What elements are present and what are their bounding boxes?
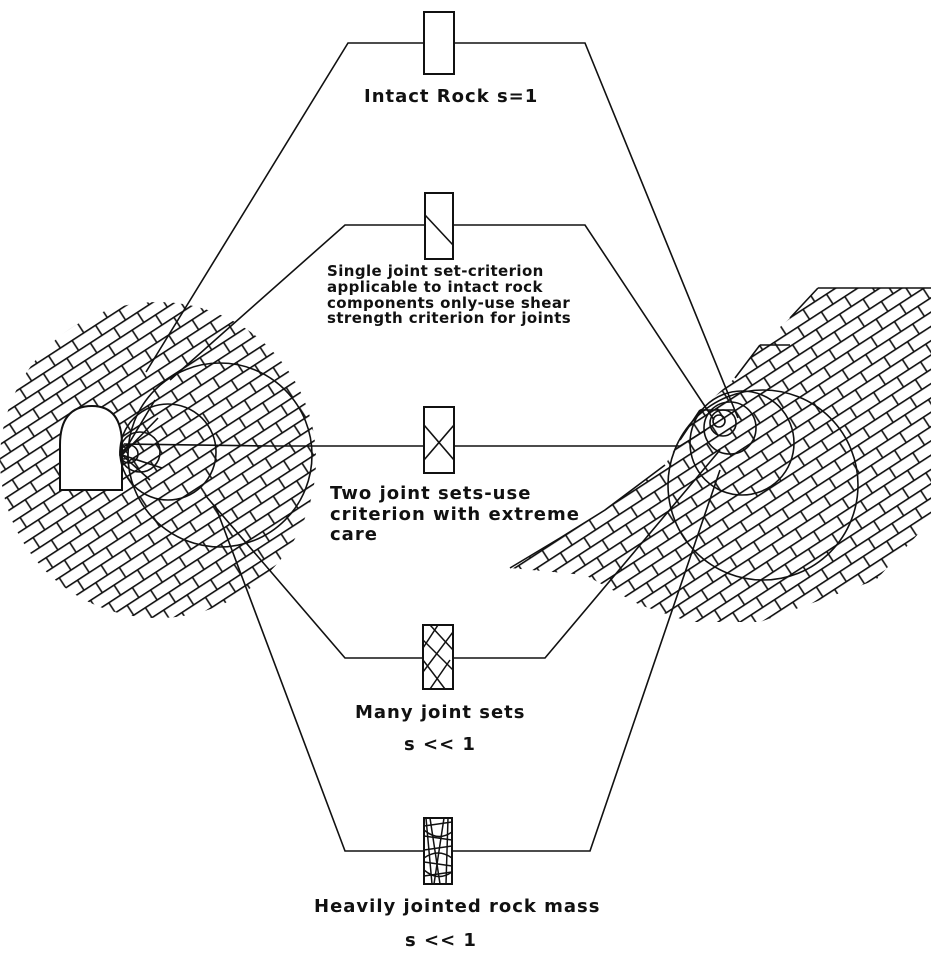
- label-heavily-jointed-s: s << 1: [405, 930, 477, 951]
- label-many-joint-s: s << 1: [404, 734, 476, 755]
- label-line: components only-use shear: [327, 293, 571, 312]
- specimen-two-joints: [423, 406, 455, 474]
- heavy-joint-path: [214, 469, 721, 852]
- tunnel-opening: [59, 404, 123, 491]
- label-single-joint-set: Single joint set-criterion applicable to…: [327, 262, 572, 328]
- label-line: criterion with extreme: [330, 503, 580, 525]
- label-line: Two joint sets-use: [330, 483, 532, 504]
- connector-lines: [123, 42, 739, 852]
- specimen-heavily-jointed: [423, 817, 453, 885]
- label-line: Single joint set-criterion: [327, 262, 544, 280]
- label-line: strength criterion for joints: [327, 309, 572, 328]
- label-line: applicable to intact rock: [327, 277, 543, 296]
- label-two-joint-sets: Two joint sets-use criterion with extrem…: [330, 483, 580, 546]
- two-joint-path: [123, 429, 707, 447]
- specimen-intact-rock: [423, 11, 455, 75]
- specimen-single-joint: [424, 192, 454, 260]
- intact-rock-path: [145, 42, 739, 419]
- single-joint-path: [169, 224, 715, 421]
- label-intact-rock: Intact Rock s=1: [364, 86, 539, 107]
- slope-face-steps: [509, 287, 931, 569]
- label-many-joint-sets: Many joint sets: [355, 702, 526, 723]
- label-heavily-jointed: Heavily jointed rock mass: [314, 896, 601, 917]
- tunnel-rock-mass: [0, 302, 316, 618]
- label-line: care: [330, 524, 378, 546]
- specimen-many-joints: [422, 624, 454, 690]
